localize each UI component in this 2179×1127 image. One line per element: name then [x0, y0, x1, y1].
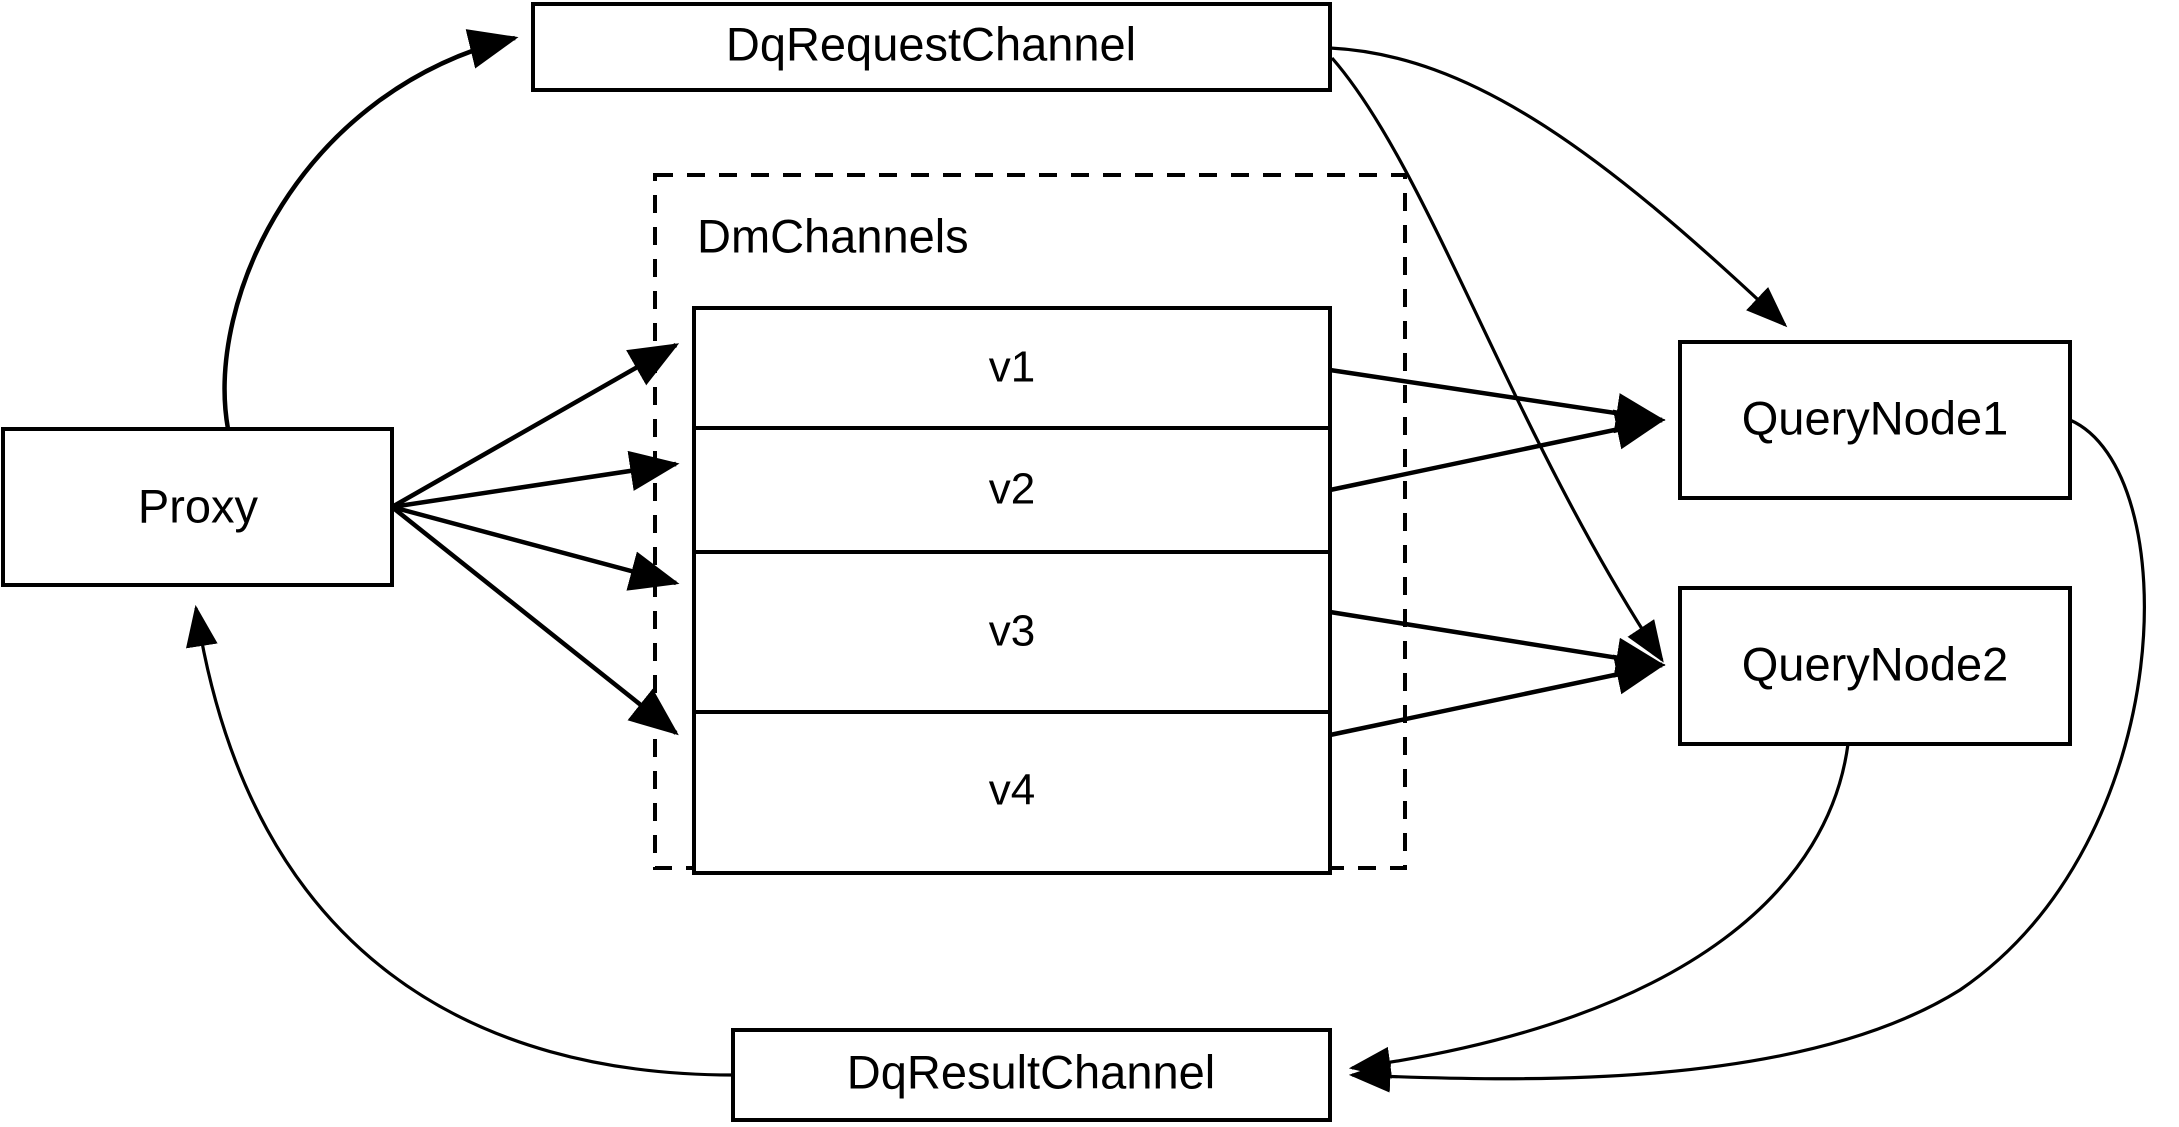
channel-row-v1-label: v1: [989, 343, 1035, 392]
node-querynode2-label: QueryNode2: [1742, 637, 2009, 690]
dmchannels-group-label: DmChannels: [697, 209, 969, 262]
node-dqrequestchannel-label: DqRequestChannel: [726, 17, 1136, 70]
node-dqresultchannel-label: DqResultChannel: [847, 1045, 1215, 1098]
channel-table: [692, 306, 1332, 875]
edge-proxy-to-v3: [391, 504, 680, 591]
edge-dqrequestchannel-to-querynode1: [1329, 46, 1788, 328]
node-dqrequestchannel[interactable]: [531, 2, 1332, 92]
edge-proxy-to-v1: [390, 343, 680, 509]
node-querynode1[interactable]: [1678, 340, 2072, 500]
edge-dqrequestchannel-to-querynode2: [1330, 56, 1664, 663]
edge-querynode2-to-dqresultchannel: [1348, 743, 1850, 1079]
edge-proxy-to-dqrequestchannel: [222, 29, 519, 430]
node-dqresultchannel[interactable]: [731, 1028, 1332, 1122]
node-querynode2[interactable]: [1678, 586, 2072, 746]
edge-v4-to-querynode2: [1329, 654, 1666, 738]
channel-row-v2-label: v2: [989, 465, 1035, 514]
edge-dqresultchannel-to-proxy: [186, 604, 734, 1077]
edge-querynode1-to-dqresultchannel: [1348, 418, 2146, 1093]
edge-v3-to-querynode2: [1329, 609, 1666, 678]
channel-row-v4-label: v4: [989, 766, 1035, 815]
node-querynode1-label: QueryNode1: [1742, 391, 2009, 444]
node-proxy[interactable]: [1, 427, 394, 587]
edge-v2-to-querynode1: [1329, 409, 1666, 493]
edge-proxy-to-v4: [390, 505, 679, 736]
channel-row-v3-label: v3: [989, 607, 1035, 656]
edge-v1-to-querynode1: [1329, 367, 1666, 434]
edge-proxy-to-v2: [391, 450, 680, 510]
dmchannels-group-box: [653, 173, 1407, 870]
node-proxy-label: Proxy: [138, 479, 259, 532]
